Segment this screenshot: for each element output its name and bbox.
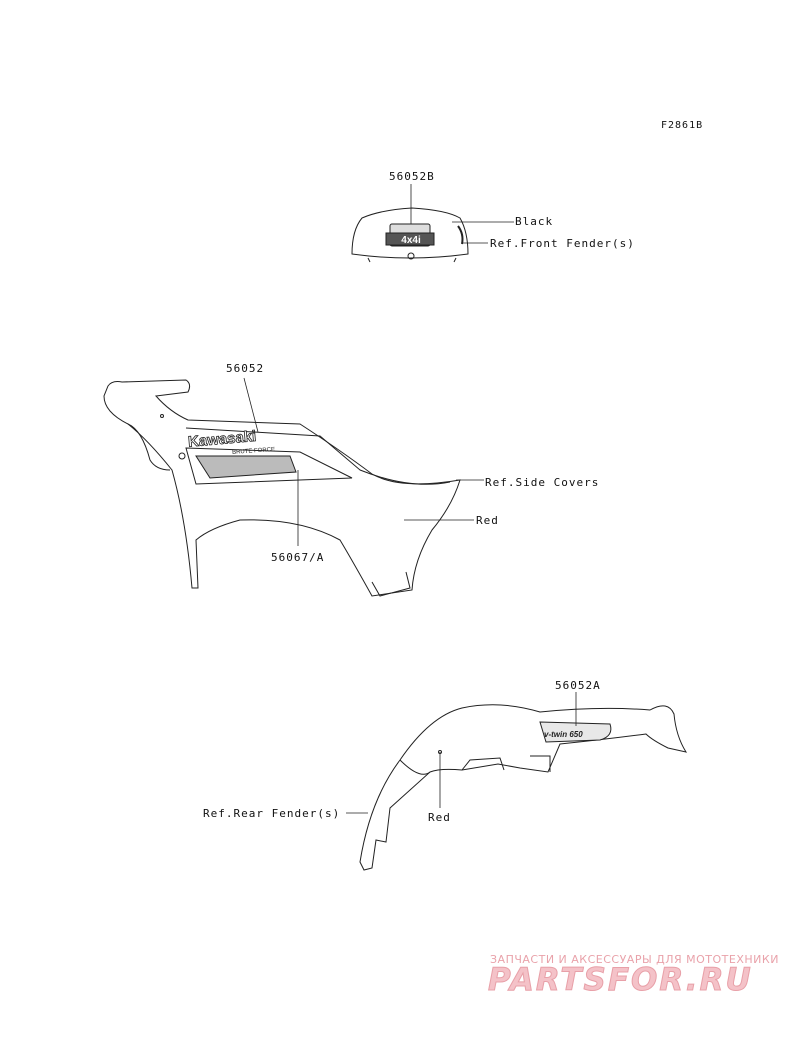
part-label-56052[interactable]: 56052 — [226, 362, 265, 375]
rear-leader-lines — [346, 692, 577, 814]
front-leader-lines — [410, 184, 514, 244]
ref-label-front-fender[interactable]: Ref.Front Fender(s) — [490, 237, 635, 250]
watermark-brand: PARTSFOR.RU — [488, 962, 753, 999]
front-fender-decal-drawing — [351, 207, 469, 263]
rear-fender-drawing — [359, 704, 688, 871]
ref-label-red-side: Red — [476, 514, 499, 527]
ref-label-black: Black — [515, 215, 554, 228]
part-label-56067a[interactable]: 56067/A — [271, 551, 325, 564]
side-brand-text: Kawasaki — [187, 428, 257, 451]
part-label-56052a[interactable]: 56052A — [555, 679, 601, 692]
side-model-text: BRUTE FORCE — [232, 447, 275, 456]
side-leader-lines — [243, 377, 484, 546]
front-decal-text: 4x4i — [401, 235, 421, 246]
figure-code: F2861B — [661, 120, 704, 131]
ref-label-side-covers[interactable]: Ref.Side Covers — [485, 476, 600, 489]
rear-decal-text: v-twin 650 — [544, 730, 583, 739]
part-label-56052b[interactable]: 56052B — [389, 170, 435, 183]
side-cover-drawing — [103, 379, 461, 597]
ref-label-rear-fender[interactable]: Ref.Rear Fender(s) — [203, 807, 341, 820]
ref-label-red-rear: Red — [428, 811, 451, 824]
watermark-tagline: ЗАПЧАСТИ И АКСЕССУАРЫ ДЛЯ МОТОТЕХНИКИ — [490, 953, 779, 966]
